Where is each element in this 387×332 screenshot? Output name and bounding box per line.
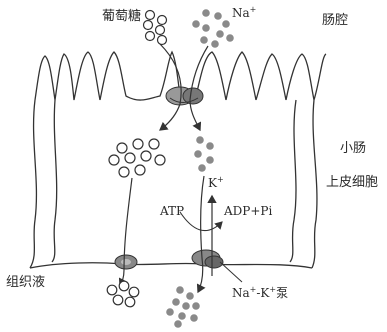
potassium-label: K+ (208, 176, 224, 190)
basal-membrane (30, 263, 312, 268)
right-cell-border (312, 100, 317, 268)
na-k-pump (192, 250, 223, 268)
glucose-cluster-bottom (107, 281, 139, 307)
pump-na-text: Na (232, 286, 250, 300)
sodium-label-top: Na+ (232, 6, 256, 20)
adp-pi-label: ADP+Pi (224, 204, 272, 218)
left-cell-border (30, 100, 36, 268)
cell-name-label-line1: 小肠 (340, 142, 366, 156)
right-inner-border (290, 100, 296, 262)
sodium-cluster-bottom (166, 286, 200, 328)
pump-dash-text: -K (256, 286, 269, 300)
glucose-label-top: 葡萄糖 (102, 10, 141, 24)
sodium-exit-arrow (198, 176, 204, 292)
na-k-pump-label: Na+-K+泵 (232, 286, 288, 300)
potassium-label-sup: + (217, 175, 224, 184)
sodium-cluster-top (192, 9, 234, 48)
lumen-label: 肠腔 (322, 14, 348, 28)
cell-name-label-line2: 上皮细胞 (326, 176, 378, 190)
apical-cotransporter (166, 87, 203, 105)
left-inner-border (52, 100, 57, 262)
glucose-cluster-intracellular (109, 139, 165, 177)
pump-word-text: 泵 (276, 286, 288, 300)
basal-glucose-carrier (115, 255, 137, 269)
glucose-cluster-top (144, 11, 167, 45)
sodium-cluster-intracellular (194, 136, 214, 172)
sodium-label-sup: + (250, 5, 257, 14)
potassium-label-text: K (208, 176, 217, 190)
sodium-label-text: Na (232, 6, 250, 20)
glucose-exit-arrow (120, 178, 132, 286)
tissue-fluid-label: 组织液 (6, 276, 45, 290)
atp-label: ATP (160, 204, 184, 218)
